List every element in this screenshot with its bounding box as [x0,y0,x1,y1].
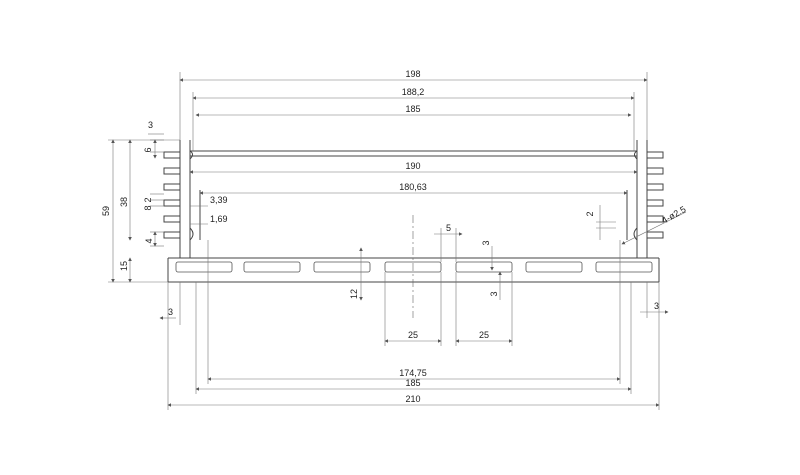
dim-198: 198 [405,69,420,79]
dim-hole: 4-ø2.5 [660,204,688,226]
right-dimensions: 2 4-ø2.5 3 [585,204,688,318]
dim-190: 190 [405,161,420,171]
dim-3-top: 3 [148,120,153,130]
dim-4: 4 [144,238,154,243]
left-dimensions: 59 38 15 3 6 2 8 4 3,39 1,69 3 [101,120,228,325]
dim-12: 12 [349,289,359,299]
dim-3-center-lower: 3 [489,291,499,296]
bottom-dimensions: 174,75 185 210 [167,240,660,410]
right-heat-fins [646,151,664,239]
dim-3-39: 3,39 [210,195,228,205]
dim-185-top: 185 [405,104,420,114]
dim-2-right: 2 [585,211,595,216]
dim-8: 8 [143,205,153,210]
base-slots [175,261,653,273]
profile-outline [167,140,660,283]
dim-3-bottom-left: 3 [168,307,173,317]
center-dimensions: 5 3 3 12 25 25 [349,223,513,346]
dim-1-69: 1,69 [210,214,228,224]
dim-3-center-upper: 3 [481,240,491,245]
top-dimensions: 198 188,2 185 190 180,63 [179,69,648,195]
dim-3-right: 3 [654,301,659,311]
dim-38: 38 [119,197,129,207]
dim-25-right: 25 [479,330,489,340]
dim-6: 6 [143,147,153,152]
dim-59: 59 [101,206,111,216]
dim-188-2: 188,2 [402,87,425,97]
dim-210: 210 [405,394,420,404]
dim-2: 2 [143,197,153,202]
dim-5: 5 [446,223,451,233]
dim-15: 15 [119,261,129,271]
dim-174-75: 174,75 [399,368,427,378]
dim-25-left: 25 [408,330,418,340]
dim-185-bottom: 185 [405,378,420,388]
dim-180-63: 180,63 [399,182,427,192]
left-heat-fins [163,151,181,239]
